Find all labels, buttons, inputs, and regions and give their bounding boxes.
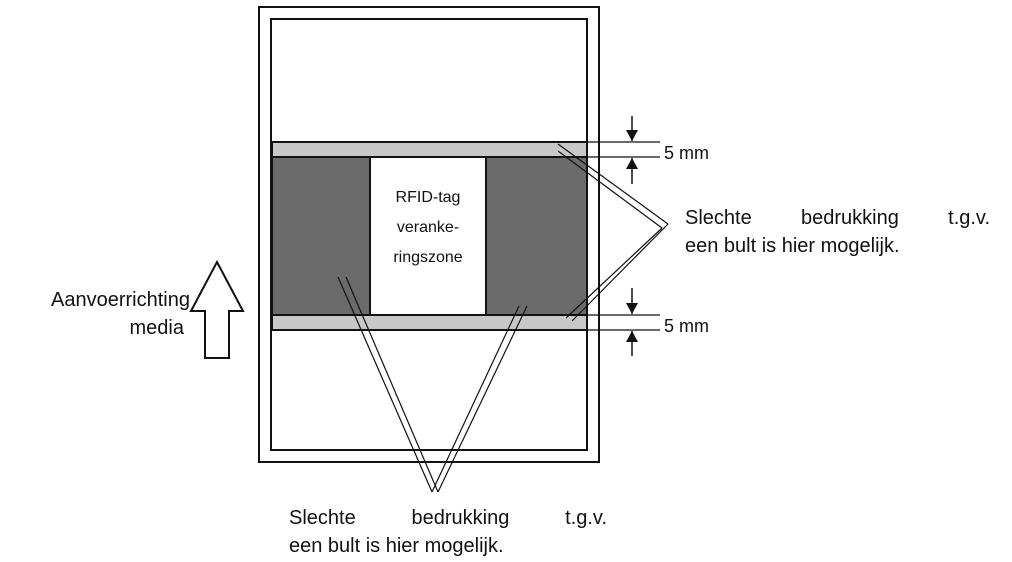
tag-zone-label: RFID-tag veranke- ringszone bbox=[370, 183, 486, 273]
feed-direction-label: Aanvoerrichting media bbox=[4, 286, 190, 342]
tag-zone-line3: ringszone bbox=[393, 249, 463, 266]
callout-bottom-line1: Slechte bedrukking t.g.v. bbox=[289, 507, 607, 529]
rfid-tag-zone bbox=[369, 156, 487, 316]
callout-leader-right bbox=[557, 143, 669, 322]
right-dark-zone bbox=[485, 156, 588, 316]
arrowhead bbox=[626, 303, 638, 314]
feed-direction-arrow-icon bbox=[189, 259, 245, 359]
callout-right: Slechte bedrukking t.g.v. een bult is hi… bbox=[685, 204, 990, 260]
callout-bottom: Slechte bedrukking t.g.v. een bult is hi… bbox=[289, 504, 607, 560]
callout-bottom-line2: een bult is hier mogelijk. bbox=[289, 535, 504, 557]
feed-direction-line2: media bbox=[129, 317, 184, 339]
arrowhead bbox=[626, 158, 638, 169]
dimension-top-label: 5 mm bbox=[664, 143, 709, 163]
bottom-band bbox=[271, 314, 588, 331]
feed-direction-line1: Aanvoerrichting bbox=[51, 289, 190, 311]
tag-zone-line2: veranke- bbox=[396, 219, 460, 236]
callout-right-line1: Slechte bedrukking t.g.v. bbox=[685, 207, 990, 229]
top-band bbox=[271, 141, 588, 158]
arrowhead bbox=[626, 331, 638, 342]
dimension-bottom-label: 5 mm bbox=[664, 316, 709, 336]
tag-zone-line1: RFID-tag bbox=[395, 189, 461, 206]
callout-leader-bottom bbox=[337, 276, 528, 493]
left-dark-zone bbox=[271, 156, 371, 316]
callout-right-line2: een bult is hier mogelijk. bbox=[685, 235, 900, 257]
arrowhead bbox=[626, 130, 638, 141]
